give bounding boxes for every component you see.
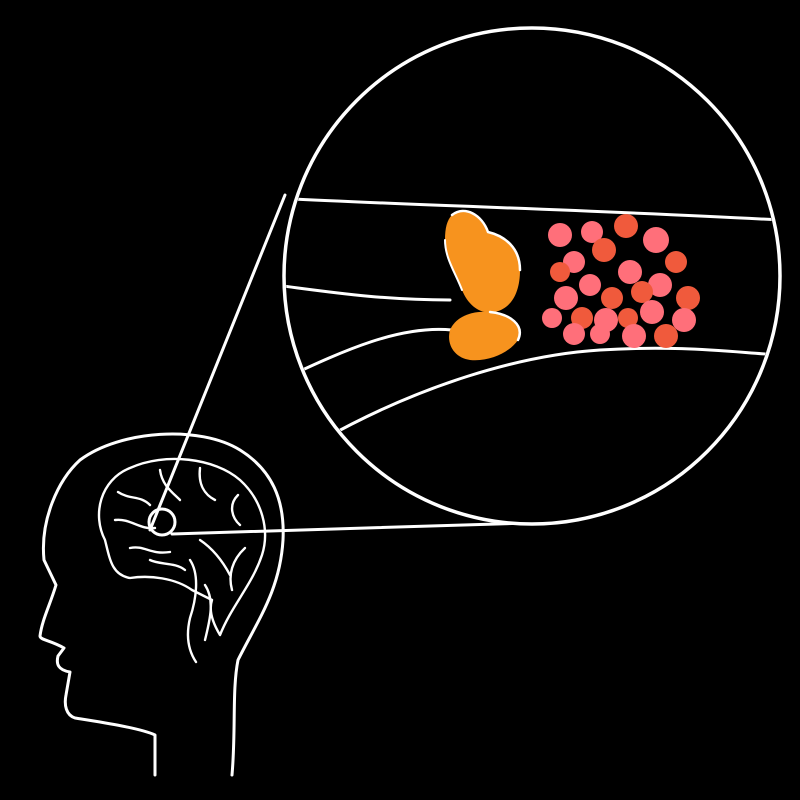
blood-vessel bbox=[286, 196, 778, 442]
blood-cell bbox=[631, 281, 653, 303]
blood-cell bbox=[590, 324, 610, 344]
zoom-circle bbox=[282, 26, 782, 526]
head-outline bbox=[38, 432, 285, 777]
blood-cell bbox=[548, 223, 572, 247]
blood-cell bbox=[592, 238, 616, 262]
blood-cell bbox=[581, 221, 603, 243]
blood-cell bbox=[672, 308, 696, 332]
blood-cell bbox=[601, 287, 623, 309]
blood-cell bbox=[618, 260, 642, 284]
blood-cell bbox=[640, 300, 664, 324]
brain-outline bbox=[97, 457, 267, 664]
zoom-connector-lines bbox=[148, 193, 562, 536]
blood-clot bbox=[444, 209, 522, 361]
blood-cell bbox=[665, 251, 687, 273]
blood-cell bbox=[648, 273, 672, 297]
blood-cell bbox=[563, 323, 585, 345]
blood-cell bbox=[550, 262, 570, 282]
blood-cell bbox=[579, 274, 601, 296]
blood-cell bbox=[643, 227, 669, 253]
blood-cell bbox=[622, 324, 646, 348]
blood-cell bbox=[654, 324, 678, 348]
blood-cell bbox=[554, 286, 578, 310]
blood-cell bbox=[676, 286, 700, 310]
blood-cell bbox=[542, 308, 562, 328]
blood-cells bbox=[542, 214, 700, 348]
focus-circle bbox=[147, 507, 177, 537]
blood-cell bbox=[618, 308, 638, 328]
blood-cell bbox=[614, 214, 638, 238]
